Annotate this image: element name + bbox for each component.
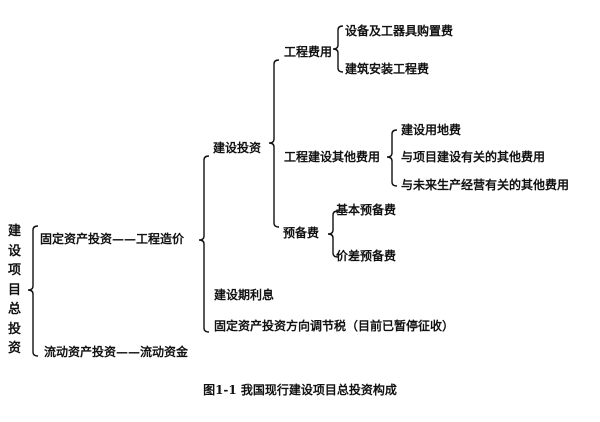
- engineering-items-brace: [332, 25, 344, 73]
- interest-node: 建设期利息: [214, 288, 275, 302]
- installation-cost-node: 建筑安装工程费: [345, 62, 430, 76]
- reserve-node: 预备费: [283, 226, 320, 240]
- engineering-cost-brace: [198, 155, 210, 333]
- other-cost-brace: [386, 129, 398, 187]
- root-node: 建设项目总投资: [8, 224, 22, 356]
- construction-investment-node: 建设投资: [213, 141, 262, 155]
- reserve-brace: [327, 210, 339, 258]
- other-cost-node: 工程建设其他费用: [284, 150, 381, 164]
- figure-caption: 图1-1 我国现行建设项目总投资构成: [203, 383, 397, 397]
- project-related-cost-node: 与项目建设有关的其他费用: [401, 150, 546, 164]
- fixed-assets-node: 固定资产投资——工程造价: [40, 232, 185, 246]
- tax-node: 固定资产投资方向调节税（目前已暂停征收）: [214, 319, 455, 333]
- equipment-cost-node: 设备及工器具购置费: [345, 24, 454, 38]
- root-brace: [27, 225, 39, 357]
- engineering-cost-node: 工程费用: [284, 45, 333, 59]
- land-cost-node: 建设用地费: [401, 123, 462, 137]
- price-reserve-node: 价差预备费: [336, 249, 397, 263]
- operation-related-cost-node: 与未来生产经营有关的其他费用: [401, 178, 570, 192]
- basic-reserve-node: 基本预备费: [336, 203, 397, 217]
- construction-investment-brace: [268, 59, 280, 228]
- current-assets-node: 流动资产投资——流动资金: [44, 345, 189, 359]
